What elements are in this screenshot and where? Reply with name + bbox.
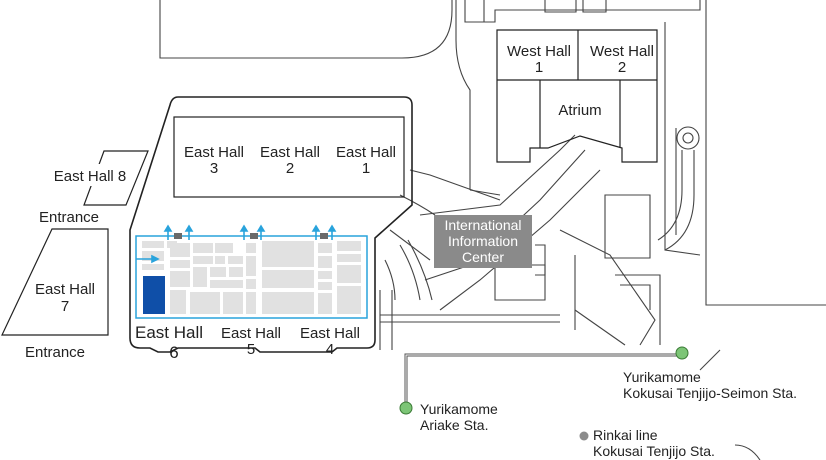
svg-text:1: 1 bbox=[535, 59, 543, 76]
east-hall-4-6-floorplan bbox=[135, 224, 368, 319]
svg-text:Yurikamome: Yurikamome bbox=[420, 401, 498, 417]
svg-text:Information: Information bbox=[448, 233, 518, 249]
atrium-label: Atrium bbox=[558, 102, 601, 119]
svg-text:International: International bbox=[444, 217, 521, 233]
ariake-station-label: Yurikamome Ariake Sta. bbox=[420, 401, 498, 433]
seimon-station-marker bbox=[675, 346, 689, 360]
svg-text:Kokusai Tenjijo-Seimon Sta.: Kokusai Tenjijo-Seimon Sta. bbox=[623, 385, 797, 401]
road-network bbox=[159, 0, 826, 460]
svg-text:1: 1 bbox=[362, 160, 370, 177]
east-hall-4-number: 4 bbox=[326, 341, 334, 358]
east-hall-5-number: 5 bbox=[247, 341, 255, 358]
east-hall-1-label: East Hall 1 bbox=[336, 144, 396, 177]
east-hall-6-number: 6 bbox=[169, 343, 178, 362]
svg-text:2: 2 bbox=[618, 59, 626, 76]
info-center-box: International Information Center bbox=[434, 215, 532, 268]
svg-text:West Hall: West Hall bbox=[590, 43, 654, 60]
entrance-upper-label: Entrance bbox=[39, 209, 99, 226]
svg-text:3: 3 bbox=[210, 160, 218, 177]
entrance-lower-label: Entrance bbox=[25, 344, 85, 361]
svg-text:East Hall: East Hall bbox=[260, 144, 320, 161]
east-hall-7-label: East Hall 7 bbox=[35, 281, 95, 315]
west-hall-1-label: West Hall 1 bbox=[507, 43, 571, 76]
svg-text:2: 2 bbox=[286, 160, 294, 177]
booth-blocks bbox=[142, 241, 361, 314]
yurikamome-line bbox=[399, 346, 689, 415]
rinkai-station-marker bbox=[579, 431, 589, 441]
svg-text:East Hall: East Hall bbox=[336, 144, 396, 161]
svg-text:Ariake Sta.: Ariake Sta. bbox=[420, 417, 488, 433]
highlighted-booth bbox=[143, 276, 165, 314]
west-hall-2-label: West Hall 2 bbox=[590, 43, 654, 76]
east-hall-8-building bbox=[83, 150, 149, 206]
svg-text:East Hall: East Hall bbox=[184, 144, 244, 161]
svg-text:Rinkai line: Rinkai line bbox=[593, 427, 658, 443]
west-hall-complex bbox=[496, 29, 658, 163]
seimon-station-label: Yurikamome Kokusai Tenjijo-Seimon Sta. bbox=[623, 369, 797, 401]
svg-text:Center: Center bbox=[462, 249, 504, 265]
svg-text:7: 7 bbox=[61, 298, 69, 315]
east-hall-8-label: East Hall 8 bbox=[54, 168, 127, 185]
east-hall-5-label: East Hall bbox=[221, 325, 281, 342]
east-hall-outline bbox=[129, 96, 413, 353]
east-hall-3-label: East Hall 3 bbox=[184, 144, 244, 177]
east-hall-7-building bbox=[1, 228, 109, 336]
rinkai-station-label: Rinkai line Kokusai Tenjijo Sta. bbox=[593, 427, 715, 459]
svg-text:East Hall: East Hall bbox=[35, 281, 95, 298]
east-hall-6-label: East Hall bbox=[135, 323, 203, 342]
svg-text:Yurikamome: Yurikamome bbox=[623, 369, 701, 385]
east-hall-4-label: East Hall bbox=[300, 325, 360, 342]
svg-text:West Hall: West Hall bbox=[507, 43, 571, 60]
up-down-arrow-icon bbox=[136, 224, 337, 264]
svg-text:Kokusai Tenjijo Sta.: Kokusai Tenjijo Sta. bbox=[593, 443, 715, 459]
east-hall-2-label: East Hall 2 bbox=[260, 144, 320, 177]
ariake-station-marker bbox=[399, 401, 413, 415]
east-hall-1-3-block bbox=[173, 116, 405, 198]
